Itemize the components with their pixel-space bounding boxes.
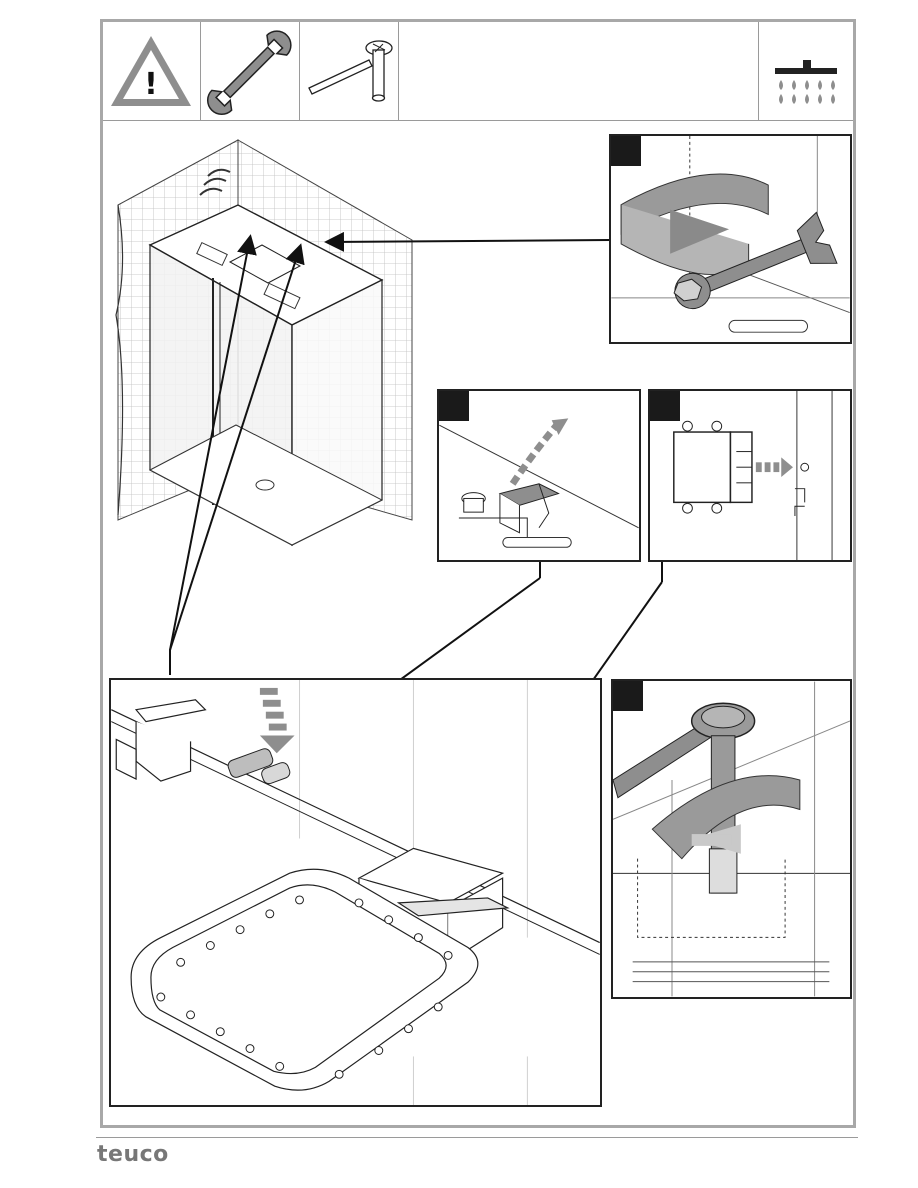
- socket-wrench-cell: [299, 22, 399, 120]
- brand-logo: teuco: [97, 1142, 169, 1167]
- footer-rule: [96, 1137, 858, 1138]
- step-marker: [650, 391, 680, 421]
- step-marker: [611, 136, 641, 166]
- detail-panel-ceiling-assembly: [109, 678, 602, 1107]
- clip-release-illustration: [439, 391, 639, 560]
- warning-triangle-icon: !: [103, 22, 200, 120]
- wrench-cell: [200, 22, 300, 120]
- step-panel-socket-unscrew: [611, 679, 852, 999]
- ceiling-assembly-illustration: [111, 680, 600, 1105]
- shower-head-icon: [759, 22, 854, 120]
- step-panel-wrench-tighten: [609, 134, 852, 344]
- step-panel-box-slide: [648, 389, 852, 562]
- tool-icon-row: !: [103, 22, 853, 121]
- warning-symbol: !: [144, 67, 158, 102]
- box-slide-illustration: [650, 391, 850, 560]
- open-end-wrench-icon: [200, 22, 299, 120]
- warning-cell: !: [103, 22, 201, 120]
- step-panel-clip-release: [437, 389, 641, 562]
- step-marker: [439, 391, 469, 421]
- shower-cell: [758, 22, 854, 120]
- wrench-tighten-illustration: [611, 136, 850, 342]
- step-marker: [613, 681, 643, 711]
- socket-unscrew-illustration: [613, 681, 850, 997]
- socket-wrench-icon: [299, 22, 398, 120]
